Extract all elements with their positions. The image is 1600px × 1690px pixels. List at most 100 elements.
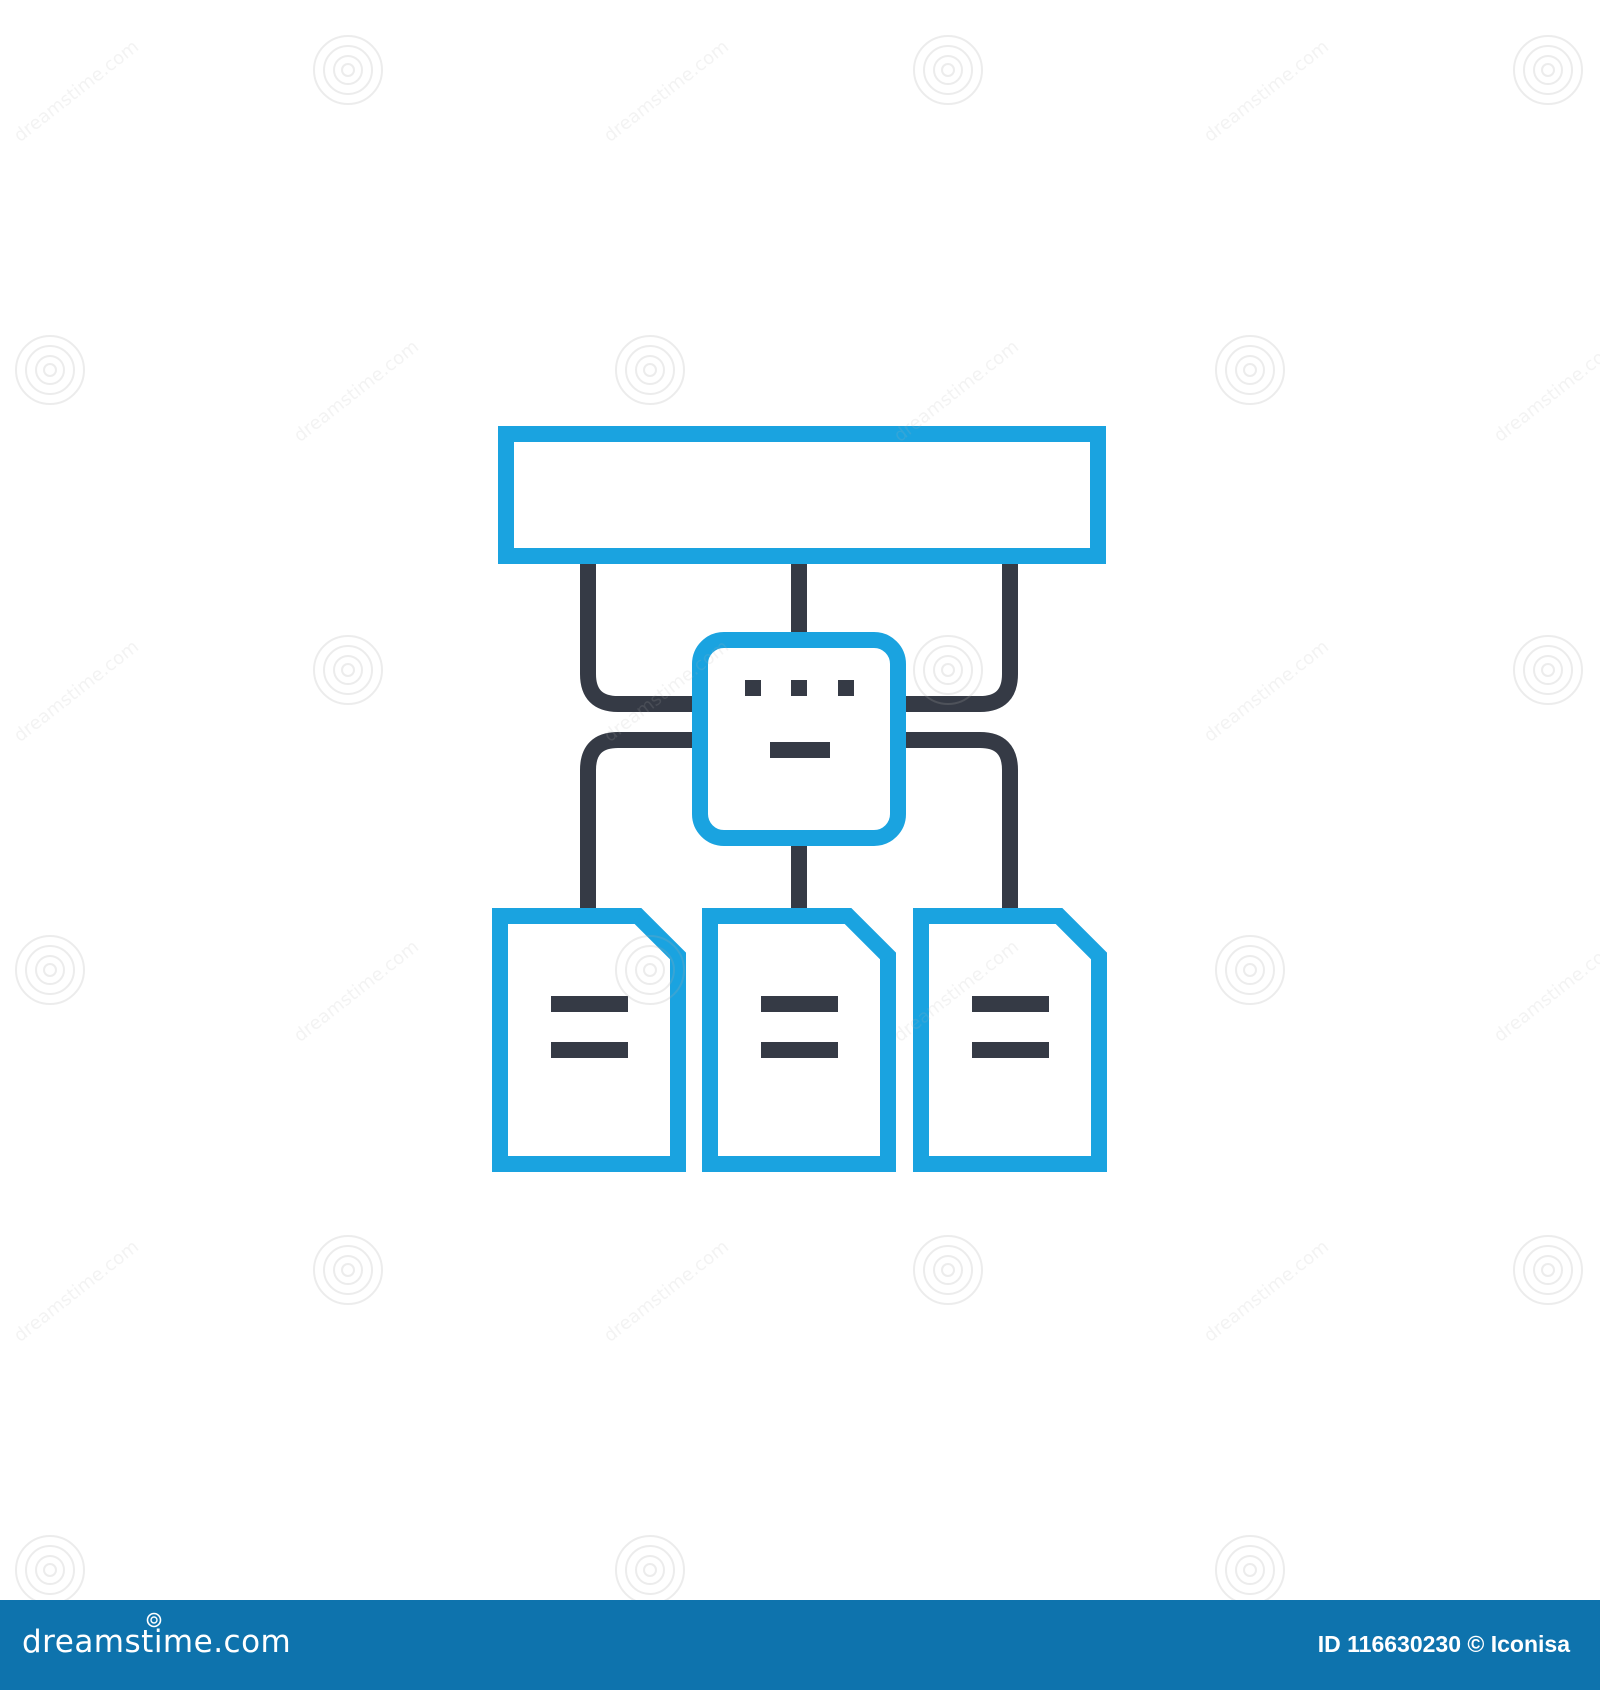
watermark-spiral-ring bbox=[1235, 355, 1265, 385]
watermark-spiral-ring bbox=[1523, 1245, 1573, 1295]
watermark-spiral-ring bbox=[323, 45, 373, 95]
watermark-spiral-ring bbox=[341, 663, 355, 677]
connector-top-right bbox=[898, 558, 1018, 712]
connector-bottom-left bbox=[580, 732, 700, 916]
document-center bbox=[702, 908, 896, 1172]
watermark-spiral-ring bbox=[913, 635, 983, 705]
document-right-line-1 bbox=[972, 996, 1049, 1012]
watermark-spiral-ring bbox=[635, 1555, 665, 1585]
center-dash bbox=[770, 742, 830, 758]
dreamstime-logo-icon bbox=[146, 1612, 162, 1628]
watermark-spiral-ring bbox=[615, 1535, 685, 1600]
watermark-spiral-ring bbox=[635, 355, 665, 385]
watermark-spiral-ring bbox=[615, 335, 685, 405]
watermark-spiral-ring bbox=[1215, 935, 1285, 1005]
watermark-spiral-ring bbox=[323, 645, 373, 695]
watermark-spiral-ring bbox=[1243, 363, 1257, 377]
document-center-line-2 bbox=[761, 1042, 838, 1058]
watermark-spiral-ring bbox=[941, 1263, 955, 1277]
watermark-spiral-ring bbox=[1533, 1255, 1563, 1285]
watermark-spiral-ring bbox=[1215, 335, 1285, 405]
watermark-spiral-ring bbox=[933, 655, 963, 685]
watermark-spiral-ring bbox=[1541, 1263, 1555, 1277]
connector-top-left bbox=[580, 558, 700, 712]
watermark-spiral-ring bbox=[333, 655, 363, 685]
watermark-spiral-ring bbox=[35, 1555, 65, 1585]
watermark-spiral-ring bbox=[643, 363, 657, 377]
watermark-spiral-ring bbox=[1225, 1545, 1275, 1595]
watermark-spiral-ring bbox=[35, 355, 65, 385]
document-right bbox=[913, 908, 1107, 1172]
watermark-spiral-ring bbox=[1513, 35, 1583, 105]
watermark-spiral-ring bbox=[15, 335, 85, 405]
watermark-spiral-ring bbox=[341, 63, 355, 77]
watermark-spiral-ring bbox=[941, 63, 955, 77]
watermark-spiral-ring bbox=[333, 55, 363, 85]
watermark-spiral-ring bbox=[35, 955, 65, 985]
watermark-spiral-ring bbox=[323, 1245, 373, 1295]
watermark-spiral-ring bbox=[635, 955, 665, 985]
watermark-spiral-ring bbox=[313, 35, 383, 105]
watermark-spiral-ring bbox=[1513, 635, 1583, 705]
watermark-spiral-ring bbox=[1541, 663, 1555, 677]
watermark-spiral-ring bbox=[643, 963, 657, 977]
watermark-spiral-ring bbox=[341, 1263, 355, 1277]
document-left-line-2 bbox=[551, 1042, 628, 1058]
watermark-spiral-ring bbox=[1523, 645, 1573, 695]
watermark-spiral-ring bbox=[1225, 345, 1275, 395]
watermark-spiral-ring bbox=[1243, 1563, 1257, 1577]
footer-image-credit: ID 116630230 © Iconisa bbox=[1317, 1631, 1570, 1657]
watermark-spiral-ring bbox=[625, 345, 675, 395]
watermark-spiral-ring bbox=[1523, 45, 1573, 95]
watermark-spiral-ring bbox=[643, 1563, 657, 1577]
top-bar-box bbox=[498, 426, 1106, 564]
watermark-spiral-ring bbox=[913, 35, 983, 105]
watermark-spiral-ring bbox=[923, 45, 973, 95]
watermark-spiral-ring bbox=[615, 935, 685, 1005]
center-dot-3 bbox=[838, 680, 854, 696]
document-center-fold bbox=[843, 911, 893, 961]
watermark-spiral-ring bbox=[1235, 1555, 1265, 1585]
watermark-spiral-ring bbox=[1541, 63, 1555, 77]
document-right-fold bbox=[1054, 911, 1104, 961]
watermark-spiral-ring bbox=[1215, 1535, 1285, 1600]
watermark-spiral-ring bbox=[933, 55, 963, 85]
watermark-spiral-ring bbox=[913, 1235, 983, 1305]
watermark-spiral-ring bbox=[933, 1255, 963, 1285]
icon-illustration bbox=[15, 35, 1583, 1600]
document-left-outline bbox=[492, 908, 686, 1172]
document-left-fold bbox=[633, 911, 683, 961]
footer-bar: dreamstime.com ID 116630230 © Iconisa bbox=[0, 1600, 1600, 1690]
watermark-spiral-ring bbox=[1235, 955, 1265, 985]
watermark-spiral-ring bbox=[625, 945, 675, 995]
document-left bbox=[492, 908, 686, 1172]
watermark-spiral-ring bbox=[25, 345, 75, 395]
footer-brand[interactable]: dreamstime.com bbox=[22, 1624, 292, 1660]
document-right-outline bbox=[913, 908, 1107, 1172]
connector-lines bbox=[580, 558, 1018, 916]
watermark-spiral-ring bbox=[43, 1563, 57, 1577]
watermark-spiral-ring bbox=[1533, 55, 1563, 85]
document-left-line-1 bbox=[551, 996, 628, 1012]
center-dot-1 bbox=[745, 680, 761, 696]
watermark-spiral-ring bbox=[1513, 1235, 1583, 1305]
watermark-spiral-ring bbox=[313, 1235, 383, 1305]
watermark-spiral-ring bbox=[43, 963, 57, 977]
watermark-spiral-ring bbox=[43, 363, 57, 377]
connector-bottom-right bbox=[898, 732, 1018, 916]
watermark-spiral-ring bbox=[941, 663, 955, 677]
watermark-spiral-ring bbox=[333, 1255, 363, 1285]
watermark-spiral-ring bbox=[923, 645, 973, 695]
watermark-spiral-ring bbox=[25, 1545, 75, 1595]
document-center-outline bbox=[702, 908, 896, 1172]
center-node-box bbox=[692, 632, 906, 846]
watermark-spiral-ring bbox=[25, 945, 75, 995]
document-center-line-1 bbox=[761, 996, 838, 1012]
watermark-spiral-ring bbox=[923, 1245, 973, 1295]
watermark-spiral-ring bbox=[15, 1535, 85, 1600]
watermark-spiral-ring bbox=[1243, 963, 1257, 977]
watermark-spiral-ring bbox=[625, 1545, 675, 1595]
watermark-spiral-ring bbox=[1533, 655, 1563, 685]
center-node-glyphs bbox=[745, 680, 854, 758]
watermark-spiral-ring bbox=[1225, 945, 1275, 995]
